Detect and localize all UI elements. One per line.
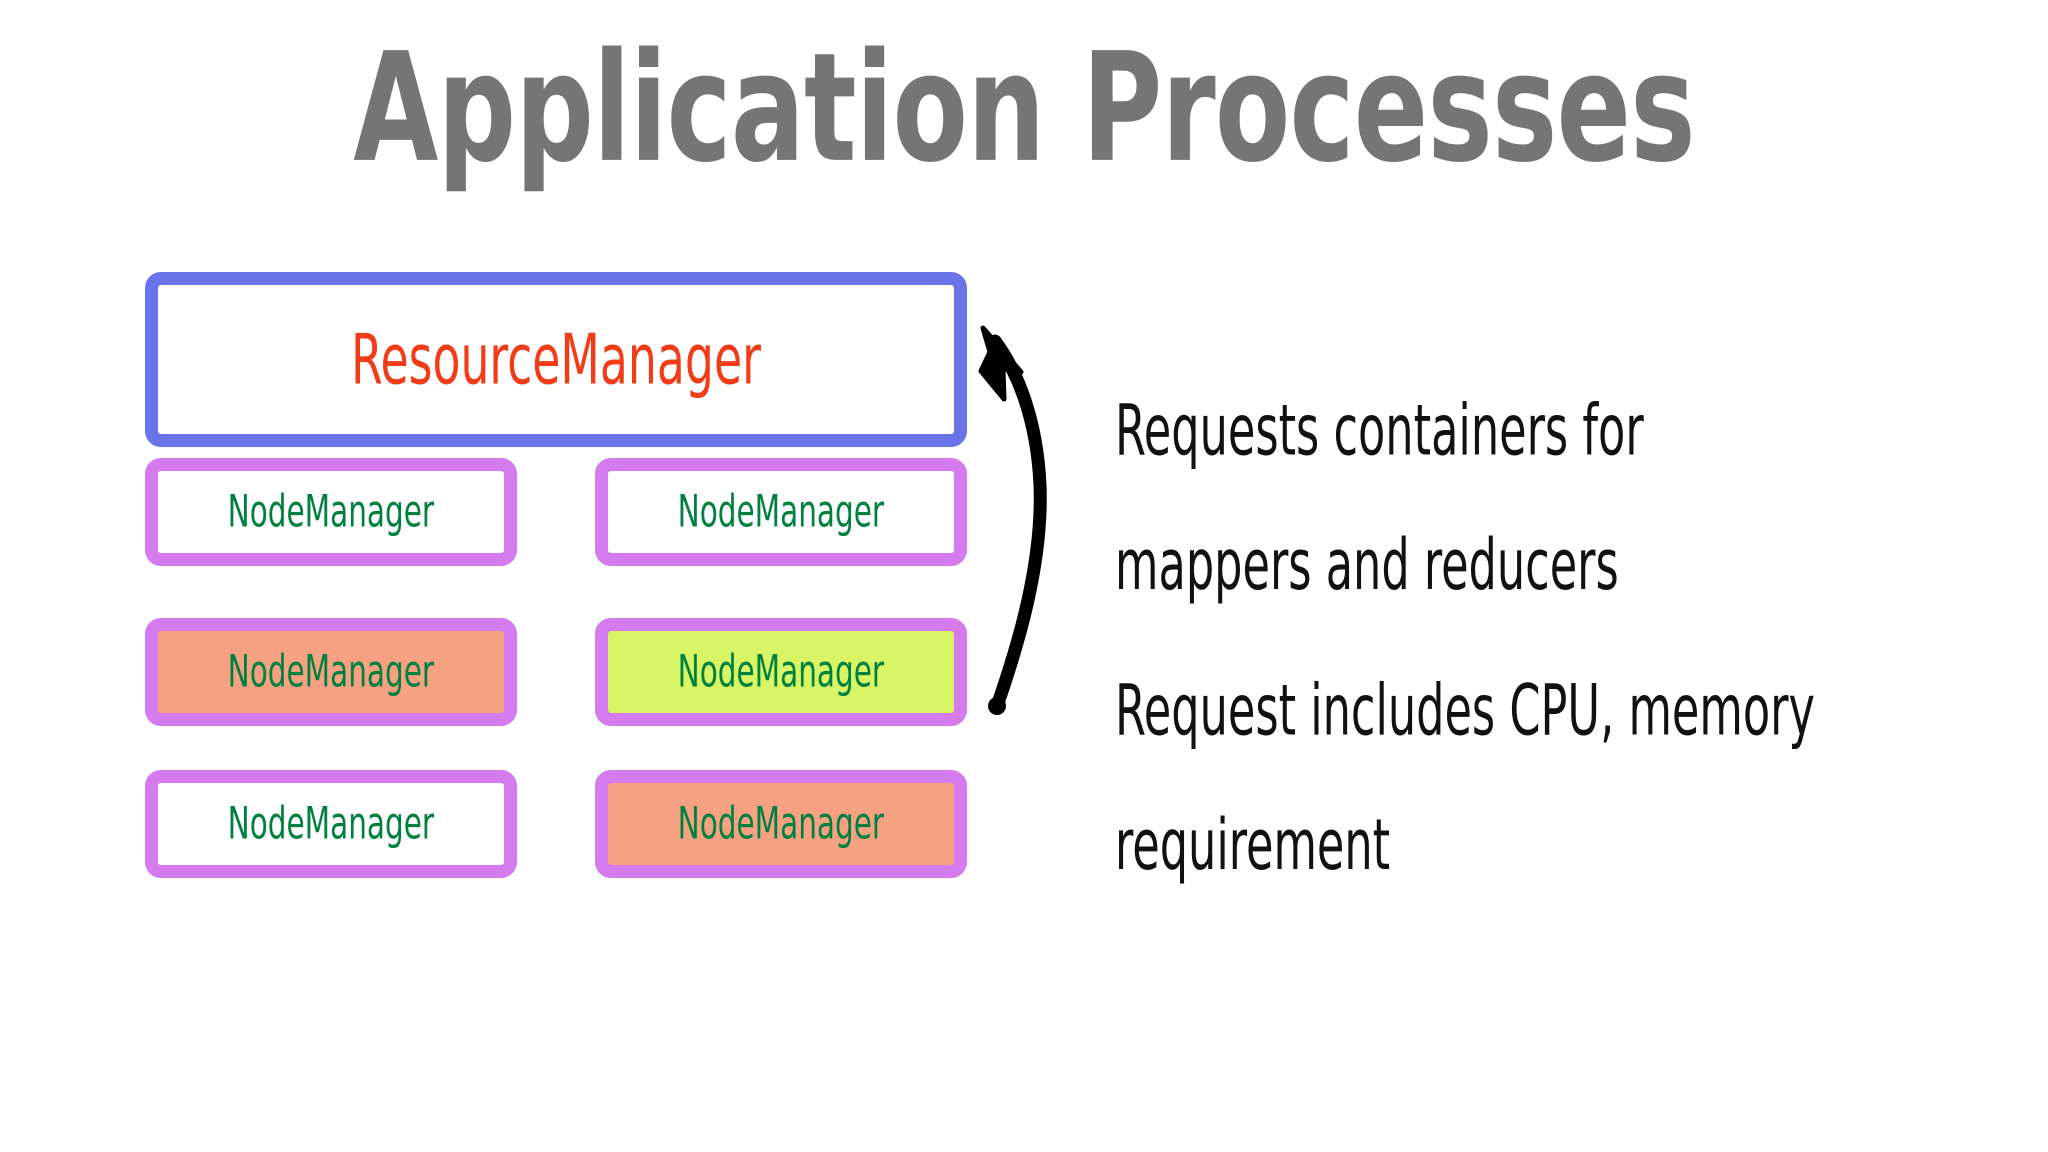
nodemanager-box-r3c2[interactable]: NodeManager bbox=[595, 770, 967, 878]
page-title: Application Processes bbox=[353, 21, 1695, 196]
nodemanager-label: NodeManager bbox=[227, 798, 435, 850]
nodemanager-label: NodeManager bbox=[227, 486, 435, 538]
nodemanager-box-r1c1[interactable]: NodeManager bbox=[145, 458, 517, 566]
nodemanager-box-r1c2[interactable]: NodeManager bbox=[595, 458, 967, 566]
nodemanager-label: NodeManager bbox=[227, 646, 435, 698]
annotation-requests-containers: Requests containers for mappers and redu… bbox=[1115, 388, 1644, 607]
curved-arrow-icon bbox=[978, 325, 1047, 715]
annotation-request-includes: Request includes CPU, memory requirement bbox=[1115, 668, 1815, 887]
nodemanager-box-r2c1[interactable]: NodeManager bbox=[145, 618, 517, 726]
nodemanager-label: NodeManager bbox=[677, 646, 885, 698]
resourcemanager-label: ResourceManager bbox=[351, 318, 761, 400]
nodemanager-box-r3c1[interactable]: NodeManager bbox=[145, 770, 517, 878]
nodemanager-label: NodeManager bbox=[677, 798, 885, 850]
nodemanager-label: NodeManager bbox=[677, 486, 885, 538]
resourcemanager-box[interactable]: ResourceManager bbox=[145, 272, 967, 447]
nodemanager-box-r2c2[interactable]: NodeManager bbox=[595, 618, 967, 726]
